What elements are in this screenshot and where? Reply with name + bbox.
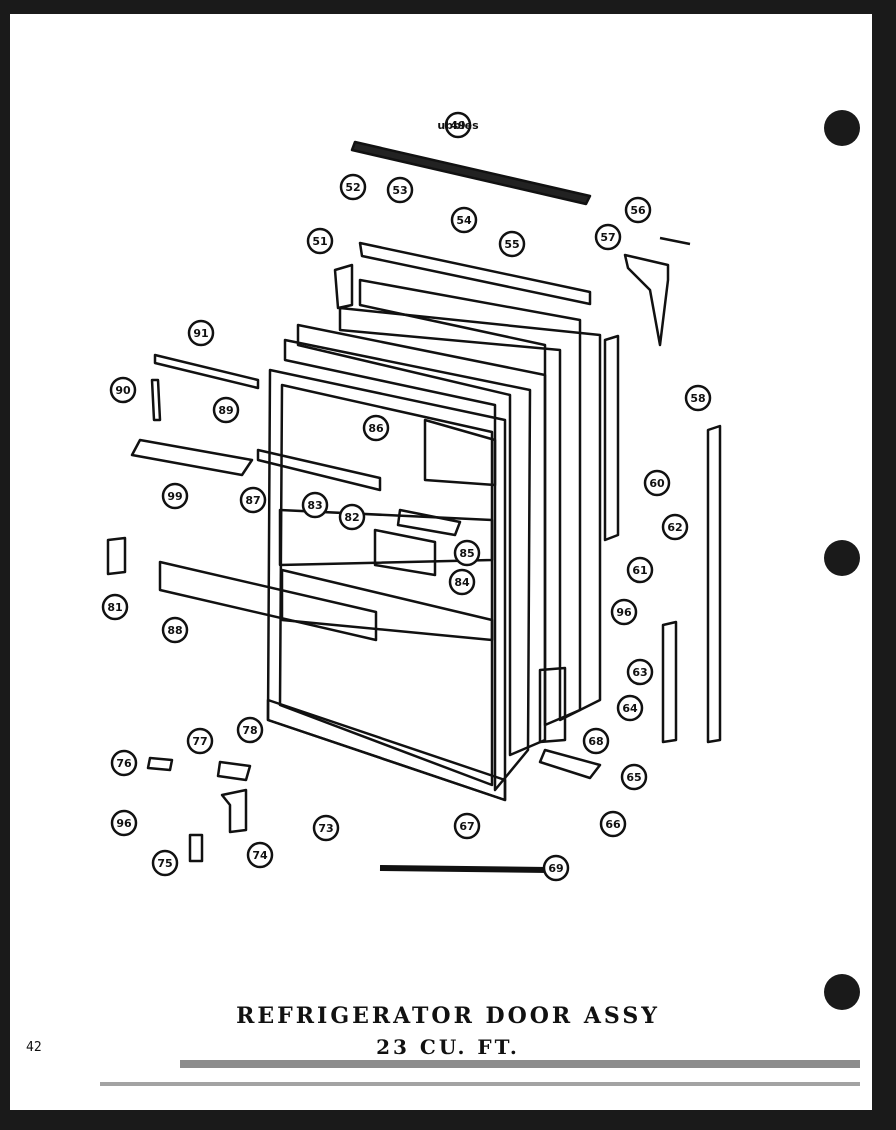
callout-52: 52 xyxy=(339,173,367,201)
callout-number: 91 xyxy=(193,327,208,340)
callout-number: 88 xyxy=(167,624,182,637)
callout-68: 68 xyxy=(582,727,610,755)
callout-84: 84 xyxy=(448,568,476,596)
callout-number: 76 xyxy=(116,757,132,770)
callout-91: 91 xyxy=(187,319,215,347)
callout-78: 78 xyxy=(236,716,264,744)
callout-number: 68 xyxy=(588,735,603,748)
callout-85: 85 xyxy=(453,539,481,567)
callout-number: 78 xyxy=(242,724,257,737)
callout-61: 61 xyxy=(626,556,654,584)
callout-number: 57 xyxy=(600,231,615,244)
callout-73: 73 xyxy=(312,814,340,842)
callout-58: 58 xyxy=(684,384,712,412)
callout-63: 63 xyxy=(626,658,654,686)
callout-number: 55 xyxy=(504,238,519,251)
callout-83: 83 xyxy=(301,491,329,519)
callout-77: 77 xyxy=(186,727,214,755)
diagram-title: REFRIGERATOR DOOR ASSY xyxy=(236,1003,660,1029)
callout-49: 49 xyxy=(444,111,472,139)
callout-number: 61 xyxy=(632,564,647,577)
callout-number: 54 xyxy=(456,214,472,227)
callout-75: 75 xyxy=(151,849,179,877)
callout-number: 64 xyxy=(622,702,638,715)
callout-number: 74 xyxy=(252,849,268,862)
callout-65: 65 xyxy=(620,763,648,791)
callout-number: 66 xyxy=(605,818,621,831)
callout-66: 66 xyxy=(599,810,627,838)
callout-number: 75 xyxy=(157,857,172,870)
callout-87: 87 xyxy=(239,486,267,514)
callout-number: 96 xyxy=(616,606,632,619)
callout-number: 90 xyxy=(115,384,131,397)
callout-76: 76 xyxy=(110,749,138,777)
callout-number: 58 xyxy=(690,392,705,405)
callout-51: 51 xyxy=(306,227,334,255)
callout-64: 64 xyxy=(616,694,644,722)
callout-81: 81 xyxy=(101,593,129,621)
callout-number: 84 xyxy=(454,576,470,589)
callout-number: 63 xyxy=(632,666,647,679)
callout-number: 60 xyxy=(649,477,665,490)
callout-number: 86 xyxy=(368,422,384,435)
callout-69: 69 xyxy=(542,854,570,882)
diagram-subtitle: 23 CU. FT. xyxy=(376,1035,520,1059)
parts-drawing xyxy=(106,140,722,873)
callout-number: 56 xyxy=(630,204,646,217)
callout-number: 51 xyxy=(312,235,327,248)
callout-53: 53 xyxy=(386,176,414,204)
callout-82: 82 xyxy=(338,503,366,531)
callout-number: 52 xyxy=(345,181,360,194)
callout-96b: 96 xyxy=(110,809,138,837)
callout-74: 74 xyxy=(246,841,274,869)
callout-86: 86 xyxy=(362,414,390,442)
callout-number: 87 xyxy=(245,494,260,507)
callout-number: 82 xyxy=(344,511,359,524)
page-number: 42 xyxy=(26,1040,42,1055)
callout-number: 81 xyxy=(107,601,122,614)
callout-number: ubbles xyxy=(437,119,479,132)
callout-90: 90 xyxy=(109,376,137,404)
callout-number: 96 xyxy=(116,817,132,830)
callout-67: 67 xyxy=(453,812,481,840)
callout-number: 83 xyxy=(307,499,322,512)
callout-number: 62 xyxy=(667,521,682,534)
callout-89: 89 xyxy=(212,396,240,424)
callout-number: 89 xyxy=(218,404,233,417)
callout-number: 99 xyxy=(167,490,182,503)
callout-54: 54 xyxy=(450,206,478,234)
callout-57: 57 xyxy=(594,223,622,251)
callout-number: 65 xyxy=(626,771,641,784)
callout-number: 85 xyxy=(459,547,474,560)
callout-56: 56 xyxy=(624,196,652,224)
callout-60: 60 xyxy=(643,469,671,497)
callout-number: 77 xyxy=(192,735,207,748)
callout-bubbles: 49 52 53 54 51 55 56 57 58 60 62 61 96 6… xyxy=(101,111,712,882)
callout-88: 88 xyxy=(161,616,189,644)
callout-number: 69 xyxy=(548,862,563,875)
callout-55: 55 xyxy=(498,230,526,258)
callout-96: 96 xyxy=(610,598,638,626)
callout-62: 62 xyxy=(661,513,689,541)
callout-number: 67 xyxy=(459,820,474,833)
callout-number: 49 xyxy=(450,119,465,132)
callout-99: 99 xyxy=(161,482,189,510)
callout-number: 73 xyxy=(318,822,333,835)
callout-number: 53 xyxy=(392,184,407,197)
